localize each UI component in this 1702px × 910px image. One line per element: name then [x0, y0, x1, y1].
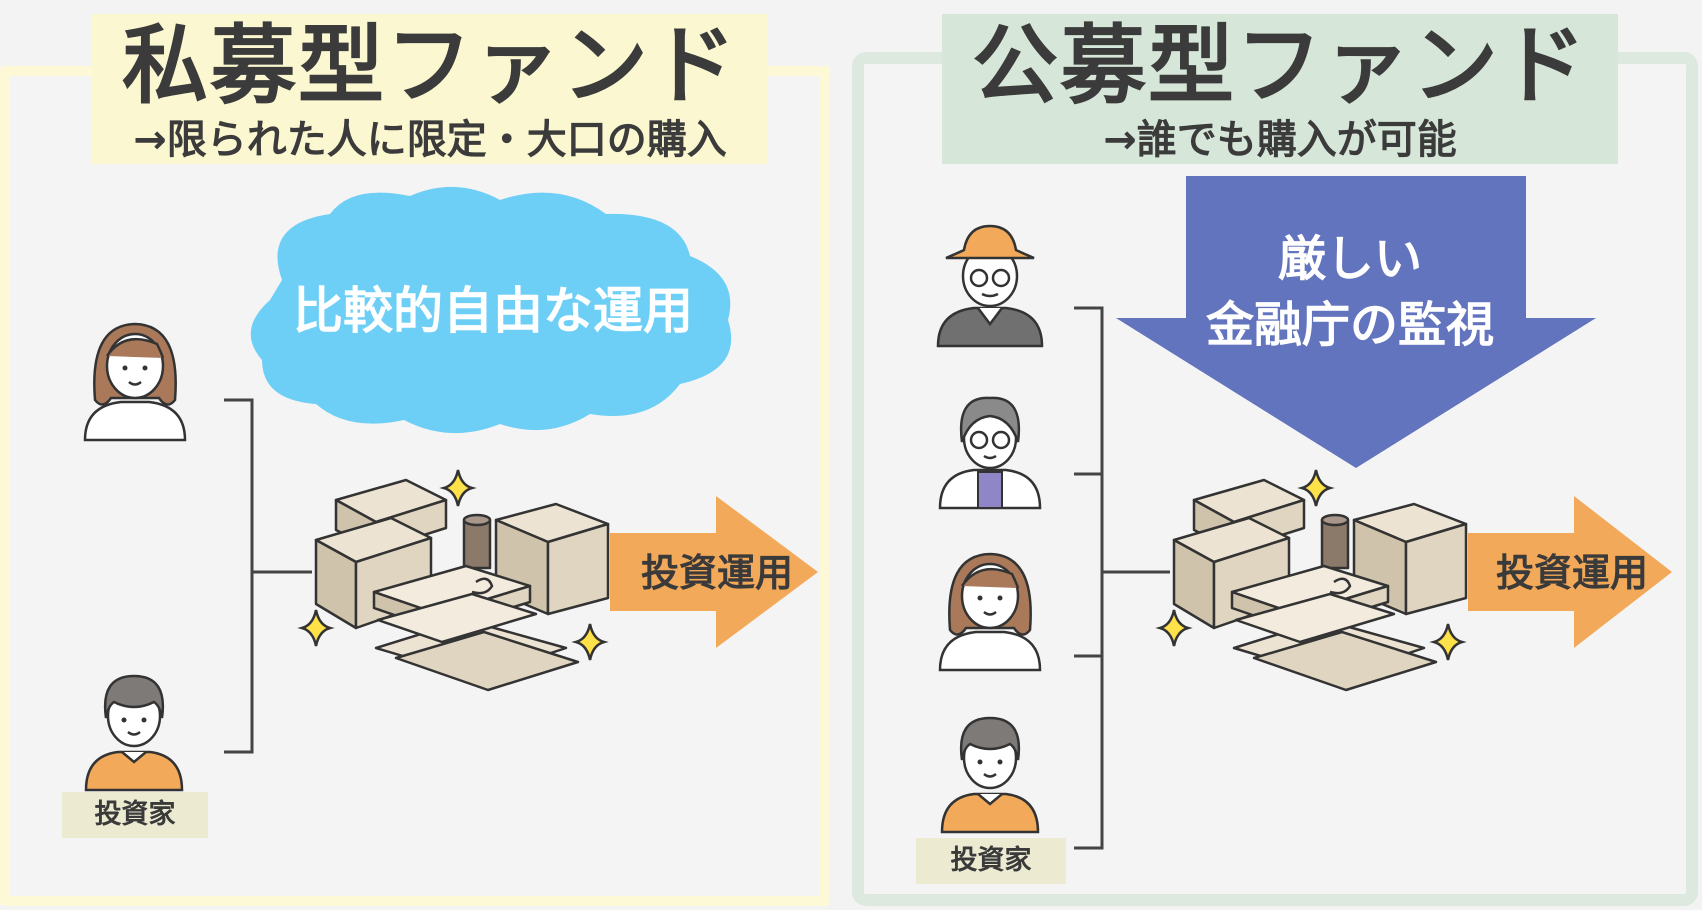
money-pile-icon	[1172, 478, 1468, 692]
investor-woman-icon	[83, 322, 187, 442]
cloud-icon	[250, 186, 732, 434]
investor-man-icon	[84, 674, 184, 792]
right-arrow-icon	[1468, 496, 1672, 648]
sparkle-icon	[300, 608, 332, 648]
cloud-label: 比較的自由な運用	[293, 282, 693, 340]
supervision-label: 厳しい 金融庁の監視	[1160, 226, 1540, 358]
private-fund-subtitle: →限られた人に限定・大口の購入	[133, 117, 727, 163]
public-fund-title-box: 公募型ファンド →誰でも購入が可能	[942, 14, 1618, 164]
private-fund-title: 私募型ファンド	[122, 16, 738, 116]
public-fund-subtitle: →誰でも購入が可能	[1103, 117, 1457, 163]
private-investor-label: 投資家	[62, 792, 208, 838]
private-investment-label: 投資運用	[640, 551, 793, 595]
investor-elder-hat-icon	[936, 224, 1044, 348]
right-arrow-icon	[610, 496, 818, 648]
supervision-line-2: 金融庁の監視	[1205, 297, 1494, 353]
sparkle-icon	[1158, 608, 1190, 648]
money-pile-icon	[314, 478, 610, 692]
sparkle-icon	[1432, 622, 1464, 662]
investor-woman-glasses-icon	[938, 396, 1042, 510]
down-arrow-icon	[1116, 176, 1596, 468]
supervision-line-1: 厳しい	[1277, 231, 1422, 287]
public-fund-title: 公募型ファンド	[972, 16, 1588, 116]
left-bracket	[224, 398, 312, 754]
sparkle-icon	[442, 468, 474, 508]
public-investor-label: 投資家	[916, 838, 1066, 884]
private-fund-title-box: 私募型ファンド →限られた人に限定・大口の購入	[92, 14, 768, 164]
investor-woman-icon	[938, 552, 1042, 672]
right-bracket	[1074, 306, 1170, 850]
public-investment-label: 投資運用	[1495, 551, 1648, 595]
sparkle-icon	[574, 622, 606, 662]
sparkle-icon	[1300, 468, 1332, 508]
investor-man-icon	[940, 716, 1040, 834]
